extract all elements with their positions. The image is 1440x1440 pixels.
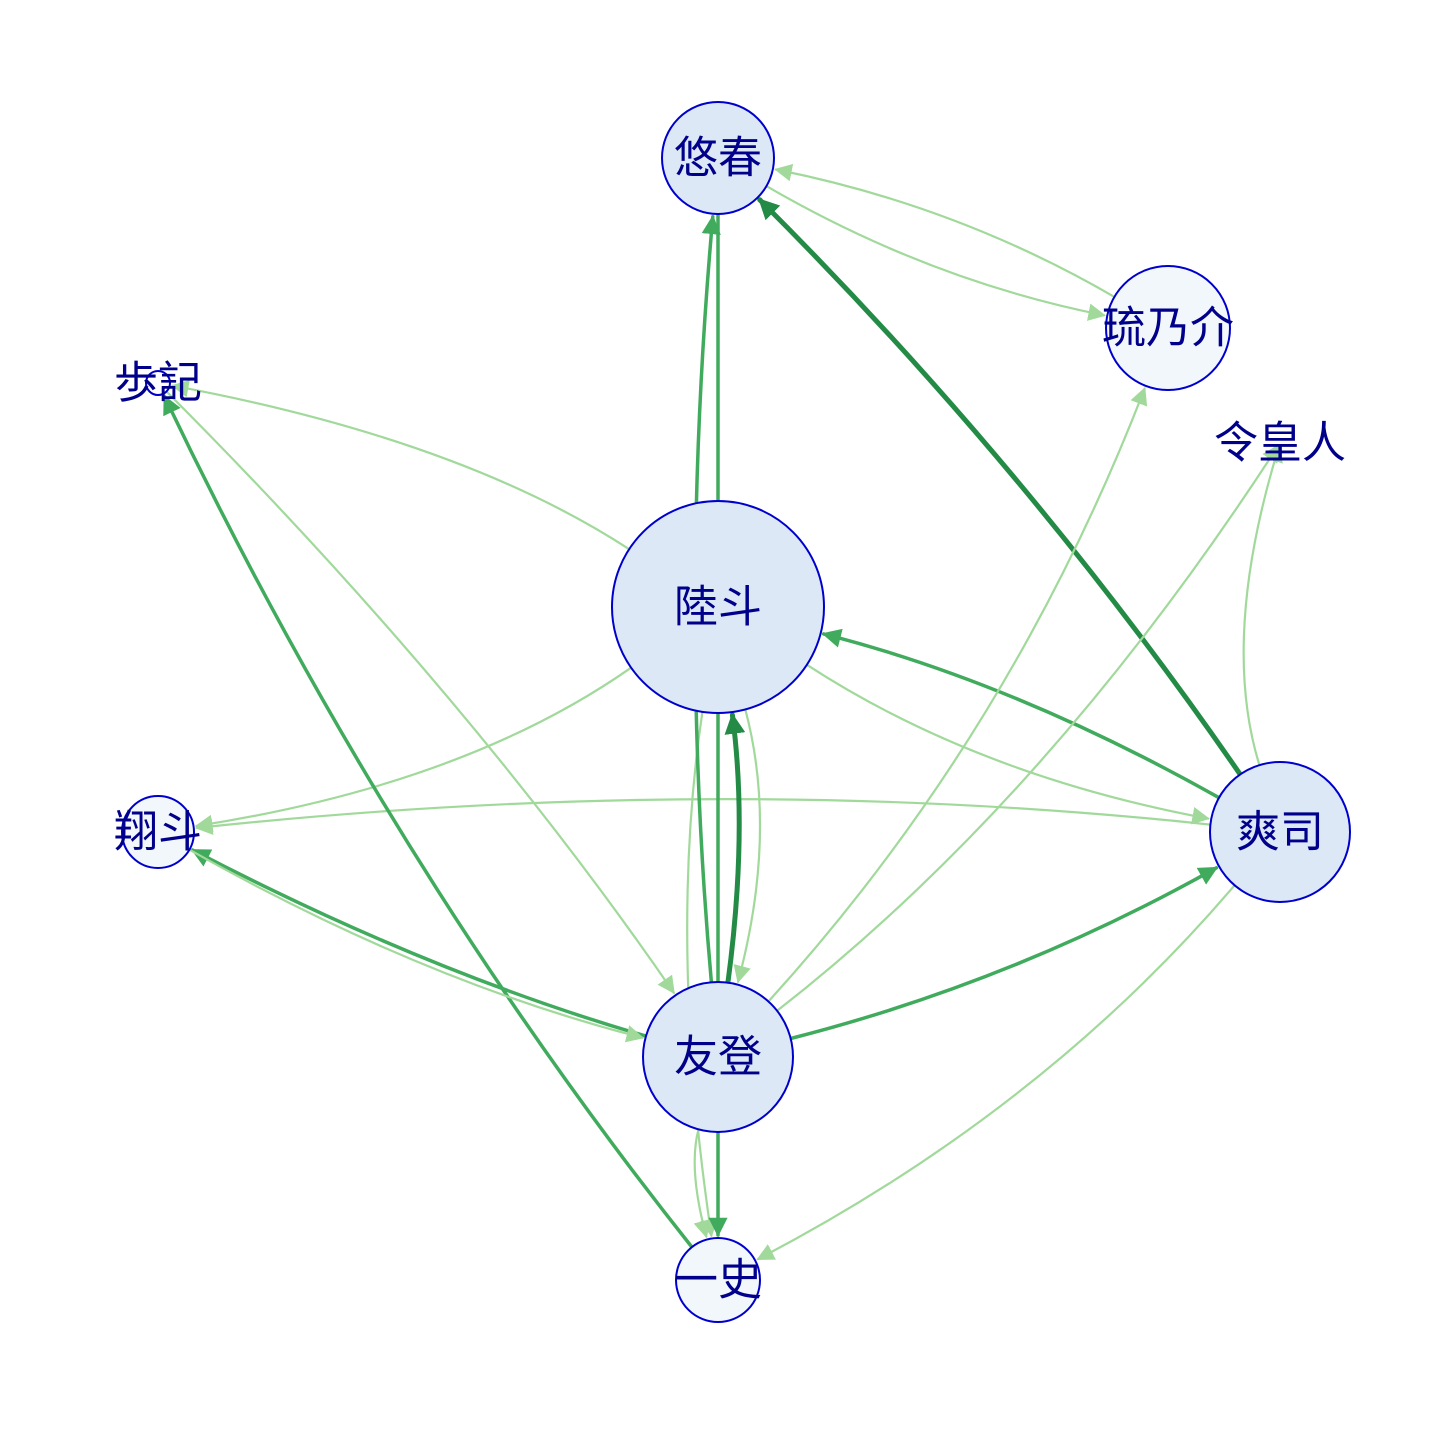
node-rikuto: 陸斗 bbox=[611, 500, 825, 714]
node-circle-ayuki bbox=[145, 370, 171, 396]
edge-tomoto-to-shoto bbox=[190, 848, 648, 1038]
node-label-runosuke: 琉乃介 bbox=[1102, 303, 1234, 354]
edge-tomoto-to-rikuto bbox=[724, 712, 746, 986]
edge-rikuto-to-shoto bbox=[194, 666, 633, 833]
node-yuharu: 悠春 bbox=[661, 101, 775, 215]
edge-tomoto-to-kazushi bbox=[693, 1128, 711, 1239]
edge-soji-to-reiouto bbox=[1242, 444, 1283, 767]
edge-rikuto-to-tomoto bbox=[733, 708, 762, 984]
edge-rikuto-to-kazushi bbox=[686, 710, 718, 1238]
node-label-kazushi: 一史 bbox=[674, 1255, 762, 1306]
edge-rikuto-to-soji bbox=[805, 663, 1210, 825]
node-reiouto: 令皇人 bbox=[1214, 418, 1346, 469]
edge-tomoto-to-runosuke bbox=[767, 386, 1148, 1003]
node-shoto: 翔斗 bbox=[114, 795, 202, 869]
node-label-shoto: 翔斗 bbox=[114, 807, 202, 858]
edge-soji-to-yuharu bbox=[757, 197, 1243, 777]
edge-runosuke-to-yuharu bbox=[774, 163, 1116, 298]
edge-kazushi-to-ayuki bbox=[162, 394, 694, 1249]
edge-soji-to-kazushi bbox=[756, 884, 1236, 1261]
node-circle-shoto bbox=[121, 795, 195, 869]
node-circle-soji bbox=[1209, 761, 1351, 903]
edge-shoto-to-tomoto bbox=[188, 848, 645, 1043]
edge-yuharu-to-runosuke bbox=[765, 185, 1106, 321]
node-label-rikuto: 陸斗 bbox=[674, 582, 762, 633]
node-tomoto: 友登 bbox=[642, 981, 794, 1133]
edge-soji-to-rikuto bbox=[821, 628, 1221, 800]
node-soji: 爽司 bbox=[1209, 761, 1351, 903]
node-label-tomoto: 友登 bbox=[674, 1032, 762, 1083]
node-label-soji: 爽司 bbox=[1236, 807, 1324, 858]
node-ayuki: 歩記 bbox=[114, 358, 202, 409]
node-label-reiouto: 令皇人 bbox=[1214, 418, 1346, 469]
edge-ayuki-to-tomoto bbox=[165, 390, 675, 995]
node-runosuke: 琉乃介 bbox=[1102, 265, 1234, 391]
edge-tomoto-to-soji bbox=[788, 866, 1219, 1041]
node-circle-kazushi bbox=[675, 1237, 761, 1323]
edge-rikuto-to-ayuki bbox=[170, 379, 631, 551]
node-circle-runosuke bbox=[1105, 265, 1231, 391]
node-circle-tomoto bbox=[642, 981, 794, 1133]
node-kazushi: 一史 bbox=[674, 1237, 762, 1323]
edge-tomoto-to-reiouto bbox=[776, 444, 1280, 1012]
node-circle-rikuto bbox=[611, 500, 825, 714]
edge-soji-to-shoto bbox=[195, 798, 1212, 835]
node-label-ayuki: 歩記 bbox=[114, 358, 202, 409]
node-label-yuharu: 悠春 bbox=[674, 133, 762, 184]
node-circle-yuharu bbox=[661, 101, 775, 215]
